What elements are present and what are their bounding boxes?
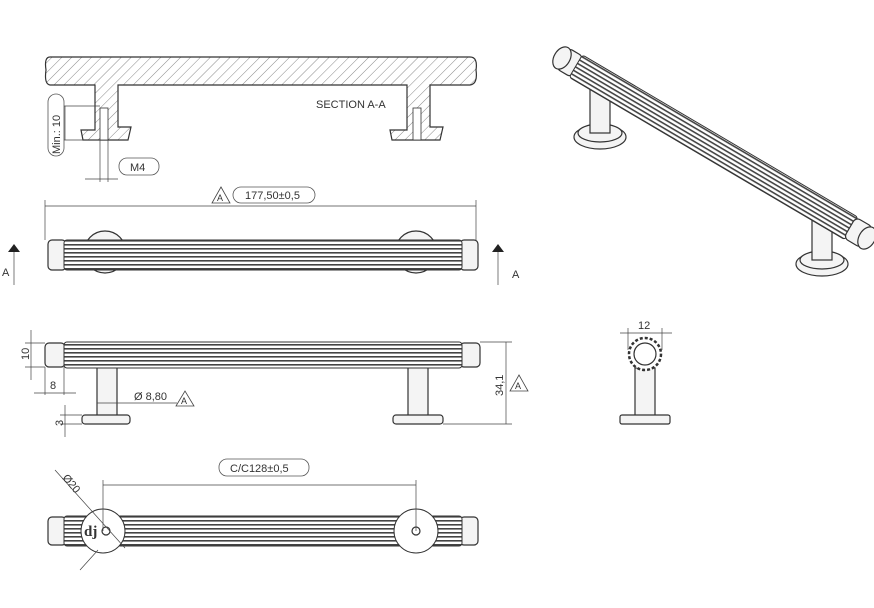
section-marker-left: A [2, 267, 10, 279]
top-view: A A [2, 230, 520, 285]
center-to-center-dim: C/C128±0,5 [230, 463, 289, 475]
overall-height-dim: 34,1 [494, 375, 506, 396]
side-width-dim: 12 [638, 320, 650, 332]
svg-text:A: A [217, 193, 223, 203]
bottom-view: dj C/C128±0,5 Ø20 [47, 458, 479, 571]
base-thickness-dim: 3 [54, 420, 66, 426]
section-label: SECTION A-A [316, 99, 386, 111]
min-depth-dim: Min.: 10 [51, 115, 63, 154]
base-diameter-dim: Ø20 [60, 472, 83, 496]
svg-text:A: A [515, 381, 521, 391]
isometric-view [552, 46, 874, 277]
section-marker-right: A [512, 269, 520, 281]
overall-length-text: 177,50±0,5 [245, 190, 300, 202]
section-view: SECTION A-A Min.: 10 M4 [44, 56, 477, 182]
side-view: 12 [619, 320, 672, 425]
thread-dim: M4 [130, 162, 145, 174]
brand-logo: dj [84, 524, 97, 540]
thread-hole-left [99, 107, 109, 141]
front-view: 10 8 3 Ø 8,80 A 34,1 A [20, 330, 529, 437]
bar-diameter-dim: 10 [20, 348, 32, 360]
thread-hole-right [412, 107, 422, 141]
cap-length-dim: 8 [50, 380, 56, 392]
overall-length-dimension: A 177,50±0,5 [44, 186, 477, 240]
svg-text:A: A [181, 396, 187, 406]
post-diameter-dim: Ø 8,80 [134, 391, 167, 403]
